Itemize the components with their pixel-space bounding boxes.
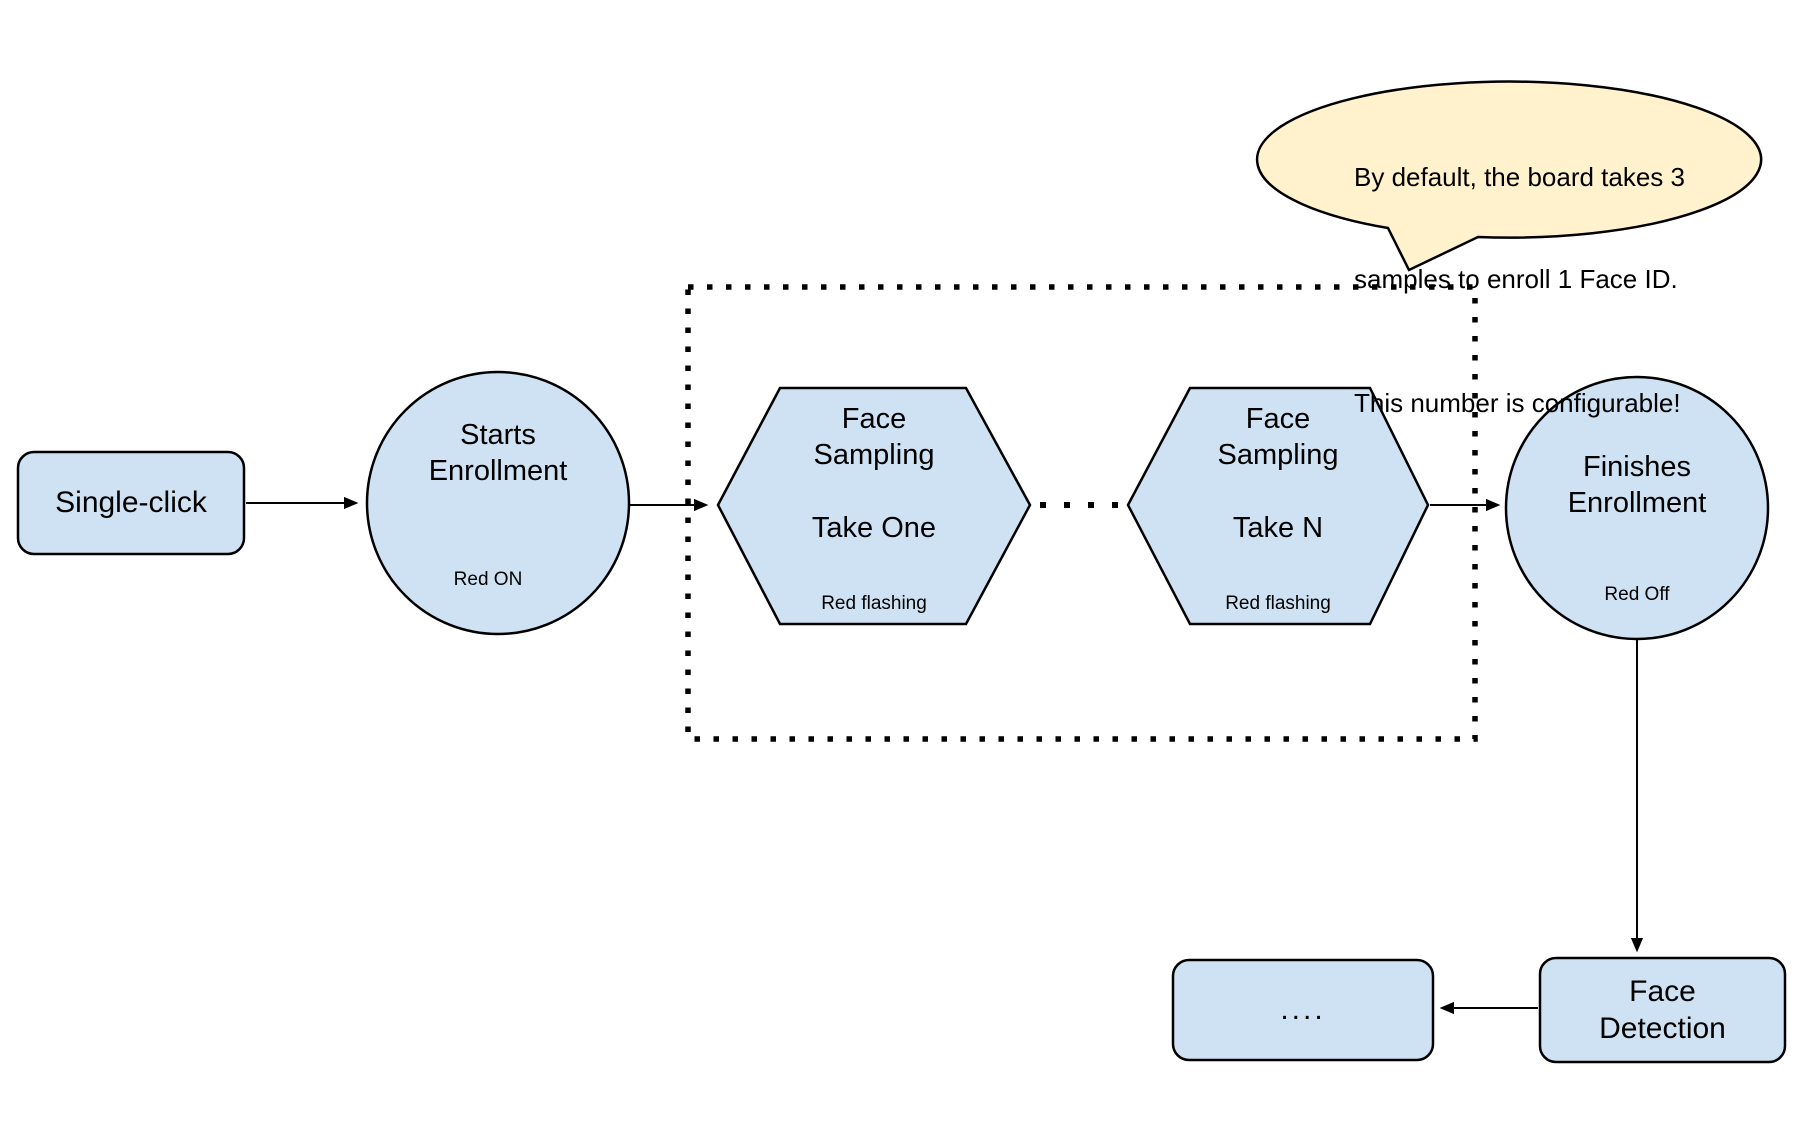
face-sampling-one-take-label: Take One: [811, 512, 937, 544]
face-sampling-one-title-line2: Sampling: [813, 439, 935, 471]
finishes-enrollment-title-line1: Finishes: [1583, 451, 1691, 483]
note-bubble-shape: [1255, 80, 1763, 272]
starts-enrollment-title-line1: Starts: [460, 419, 536, 451]
starts-enrollment-node-shape: [365, 370, 631, 636]
finishes-enrollment-led-status: Red Off: [1604, 584, 1670, 605]
starts-enrollment-title-line2: Enrollment: [428, 455, 568, 487]
single-click-label: Single-click: [55, 486, 207, 519]
face-sampling-one-title-line1: Face: [841, 403, 907, 435]
face-sampling-n-title-line2: Sampling: [1217, 439, 1339, 471]
starts-enrollment-title: Starts Enrollment: [368, 417, 628, 489]
note-bubble-text: By default, the board takes 3 samples to…: [1354, 92, 1694, 488]
finishes-enrollment-node-shape: [1504, 375, 1770, 641]
face-sampling-n-title-line1: Face: [1245, 403, 1311, 435]
face-sampling-n-take-label: Take N: [1232, 512, 1324, 544]
finishes-enrollment-title: Finishes Enrollment: [1507, 448, 1767, 522]
note-line-1: By default, the board takes 3: [1354, 162, 1685, 192]
note-line-3: This number is configurable!: [1354, 388, 1681, 418]
face-sampling-one-led-status: Red flashing: [821, 593, 927, 614]
face-sampling-take-one-hexagon: [716, 386, 1032, 626]
face-sampling-n-led-status: Red flashing: [1225, 593, 1331, 614]
face-sampling-n-title: Face Sampling: [1148, 402, 1408, 472]
note-line-2: samples to enroll 1 Face ID.: [1354, 264, 1678, 294]
face-sampling-take-n-hexagon: [1126, 386, 1430, 626]
face-detection-title: Face Detection: [1540, 958, 1785, 1062]
single-click-node-shape: [16, 450, 246, 556]
face-detection-title-line2: Detection: [1599, 1012, 1726, 1045]
continuation-label: ....: [1280, 993, 1326, 1026]
face-detection-node-shape: [1538, 956, 1787, 1064]
face-sampling-one-title: Face Sampling: [744, 402, 1004, 472]
continuation-node-shape: [1171, 958, 1435, 1062]
face-detection-title-line1: Face: [1629, 975, 1696, 1008]
finishes-enrollment-title-line2: Enrollment: [1567, 487, 1707, 519]
starts-enrollment-led-status: Red ON: [453, 569, 523, 590]
